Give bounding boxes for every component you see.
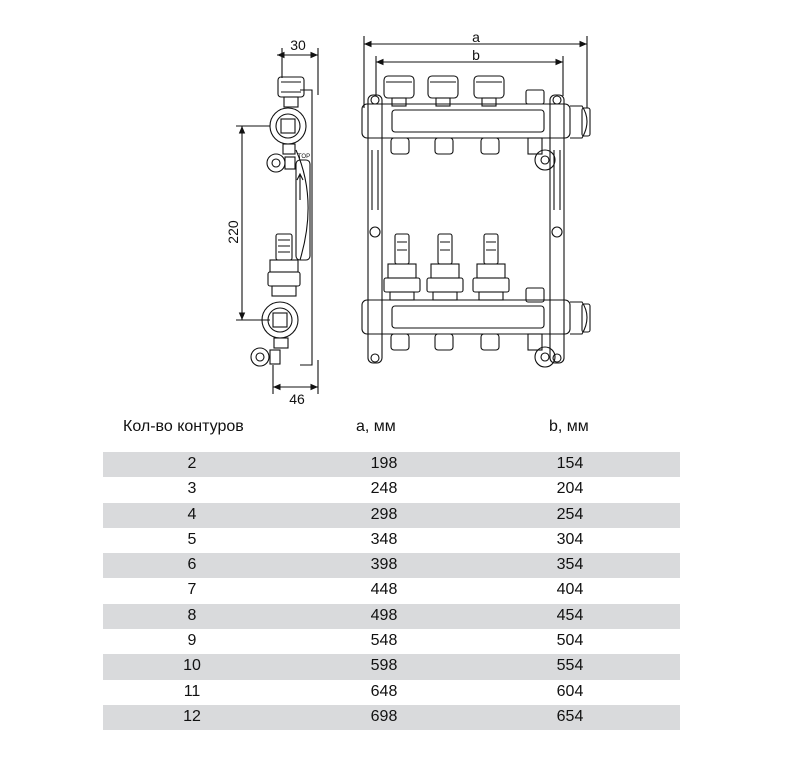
- cell-b: 654: [556, 707, 584, 725]
- cell-circuits: 12: [183, 707, 201, 725]
- table-header: Кол-во контуров a, мм b, мм: [103, 414, 680, 442]
- cell-a: 398: [370, 556, 398, 574]
- manifold-technical-drawing: 30 46 220 TOP: [225, 29, 591, 407]
- side-view: [236, 48, 319, 394]
- table-row: 10 598 554: [103, 654, 680, 680]
- table-row: 7 448 404: [103, 578, 680, 603]
- dim-front-a: a: [472, 29, 480, 45]
- cell-a: 348: [370, 530, 398, 548]
- cell-a: 598: [370, 657, 398, 675]
- cell-a: 698: [370, 707, 398, 725]
- header-b: b, мм: [549, 418, 589, 435]
- table-row: 12 698 654: [103, 704, 680, 731]
- cell-b: 504: [556, 632, 584, 650]
- table-row: 2 198 154: [103, 452, 680, 478]
- table-row: 9 548 504: [103, 629, 680, 654]
- cell-b: 304: [556, 530, 584, 548]
- cell-circuits: 7: [187, 581, 197, 599]
- cell-a: 548: [370, 632, 398, 650]
- table-row: 4 298 254: [103, 502, 680, 528]
- cell-b: 404: [556, 581, 584, 599]
- header-circuits: Кол-во контуров: [123, 418, 244, 435]
- dim-side-top: 30: [290, 37, 306, 53]
- cell-circuits: 4: [187, 505, 197, 523]
- cell-circuits: 11: [183, 682, 201, 700]
- table-row: 8 498 454: [103, 603, 680, 630]
- cell-b: 154: [556, 455, 584, 472]
- cell-circuits: 6: [187, 556, 197, 574]
- cell-circuits: 8: [187, 606, 197, 624]
- cell-b: 454: [556, 606, 584, 624]
- dim-side-height: 220: [225, 220, 241, 244]
- table-row: 3 248 204: [103, 477, 680, 502]
- cell-circuits: 10: [183, 657, 201, 675]
- cell-circuits: 5: [187, 530, 197, 548]
- cell-b: 604: [556, 682, 584, 700]
- cell-a: 648: [370, 682, 398, 700]
- cell-a: 198: [370, 455, 398, 472]
- dim-front-b: b: [472, 47, 480, 63]
- cell-b: 354: [556, 556, 584, 574]
- cell-a: 498: [370, 606, 398, 624]
- header-a: a, мм: [356, 418, 396, 435]
- table-row: 5 348 304: [103, 528, 680, 553]
- cell-circuits: 2: [187, 455, 197, 472]
- cell-a: 248: [370, 480, 398, 498]
- cell-a: 298: [370, 505, 398, 523]
- cell-circuits: 9: [187, 632, 197, 650]
- table-row: 6 398 354: [103, 553, 680, 579]
- table-row: 11 648 604: [103, 680, 680, 705]
- dim-side-bottom: 46: [289, 391, 305, 407]
- cell-a: 448: [370, 581, 398, 599]
- cell-circuits: 3: [187, 480, 197, 498]
- top-marking: TOP: [298, 154, 310, 160]
- cell-b: 254: [556, 505, 584, 523]
- cell-b: 554: [556, 657, 584, 675]
- cell-b: 204: [556, 480, 584, 498]
- front-view: [361, 36, 591, 368]
